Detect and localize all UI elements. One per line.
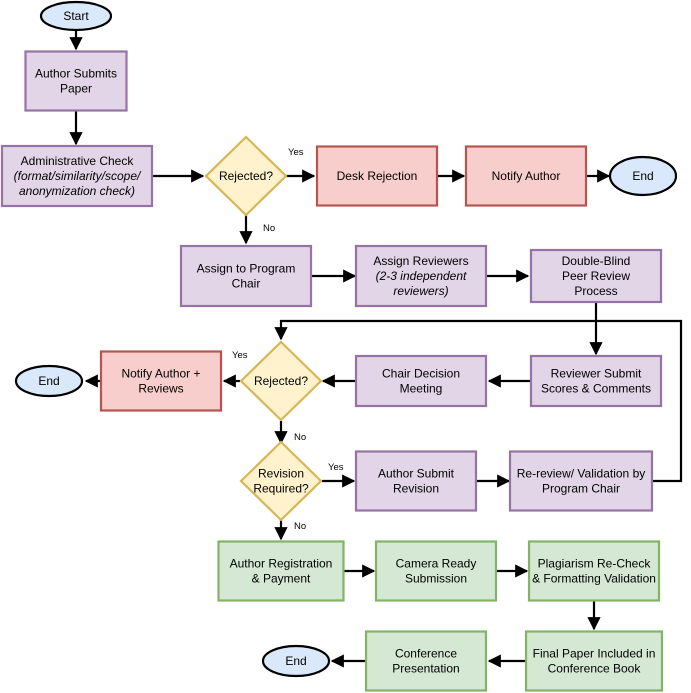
- node-label: Program Chair: [542, 482, 620, 496]
- node-label: Meeting: [400, 382, 443, 396]
- node-label: Revision: [258, 467, 304, 481]
- node-label: (format/similarity/scope/: [14, 169, 142, 183]
- node-label: (2-3 independent: [376, 269, 467, 283]
- terminal-ellipse: [39, 0, 113, 32]
- node-registration: Author Registration& Payment: [217, 540, 345, 602]
- process-box: [354, 450, 478, 512]
- node-rejected2: Rejected?: [239, 340, 323, 422]
- decision-diamond: [239, 340, 323, 422]
- node-label: Re-review/ Validation by: [517, 467, 646, 481]
- process-box: [529, 248, 663, 304]
- process-box: [464, 145, 588, 207]
- node-label: Rejected?: [219, 169, 273, 183]
- node-plagiarism: Plagiarism Re-Check& Formatting Validati…: [527, 540, 661, 602]
- node-label: Assign to Program: [197, 262, 296, 276]
- edge-rereview-loop: [274, 319, 683, 483]
- node-end2: End: [14, 364, 84, 398]
- node-label: Required?: [253, 482, 309, 496]
- node-label: Author Submits: [35, 67, 117, 81]
- process-box: [354, 244, 488, 308]
- node-label: Double-Blind: [562, 254, 631, 268]
- node-label: Peer Review: [562, 269, 630, 283]
- process-box: [524, 630, 664, 692]
- node-label: & Formatting Validation: [532, 572, 656, 586]
- node-label: Conference Book: [548, 662, 642, 676]
- node-notify-author: Notify Author: [464, 145, 588, 207]
- process-box: [527, 540, 661, 602]
- process-box: [508, 450, 654, 512]
- node-label: Chair: [232, 277, 261, 291]
- node-label: Conference: [395, 647, 457, 661]
- node-label: End: [285, 654, 306, 668]
- node-label: End: [38, 374, 59, 388]
- node-label: Author Registration: [230, 557, 333, 571]
- edge-label-no: No: [263, 223, 275, 234]
- node-label: Rejected?: [254, 374, 308, 388]
- node-end1: End: [608, 155, 678, 197]
- node-label: Revision: [393, 482, 439, 496]
- node-label: anonymization check): [19, 184, 135, 198]
- node-label: Plagiarism Re-Check: [538, 557, 652, 571]
- node-label: Reviews: [138, 382, 183, 396]
- node-label: Process: [574, 284, 617, 298]
- process-box: [529, 354, 663, 408]
- node-label: Author Submit: [378, 467, 455, 481]
- node-rejected1: Rejected?: [204, 135, 288, 217]
- node-label: Assign Reviewers: [373, 254, 468, 268]
- decision-diamond: [204, 135, 288, 217]
- edge-label-yes: Yes: [288, 147, 304, 158]
- node-label: Notify Author: [492, 169, 561, 183]
- process-box: [0, 144, 154, 208]
- node-label: Chair Decision: [382, 367, 460, 381]
- terminal-ellipse: [608, 155, 678, 197]
- edge-label-yes: Yes: [232, 350, 248, 361]
- node-label: Camera Ready: [396, 557, 477, 571]
- node-admin-check: Administrative Check(format/similarity/s…: [0, 144, 154, 208]
- node-label: Presentation: [392, 662, 459, 676]
- process-box: [374, 540, 498, 602]
- process-box: [315, 145, 439, 207]
- node-label: Notify Author +: [121, 367, 200, 381]
- node-label: Scores & Comments: [541, 382, 651, 396]
- process-box: [179, 244, 313, 308]
- node-desk-rejection: Desk Rejection: [315, 145, 439, 207]
- process-box: [364, 630, 488, 692]
- node-label: Administrative Check: [21, 154, 135, 168]
- node-notify-reviews: Notify Author +Reviews: [99, 350, 223, 412]
- process-box: [354, 354, 488, 408]
- node-label: End: [632, 169, 653, 183]
- edge-label-yes: Yes: [328, 462, 344, 473]
- process-box: [99, 350, 223, 412]
- node-label: Reviewer Submit: [551, 367, 642, 381]
- edge-label-no: No: [294, 521, 306, 532]
- terminal-ellipse: [261, 644, 331, 678]
- terminal-ellipse: [14, 364, 84, 398]
- node-label: Desk Rejection: [337, 169, 418, 183]
- node-assign-reviewers: Assign Reviewers(2-3 independentreviewer…: [354, 244, 488, 308]
- decision-diamond: [239, 440, 323, 522]
- node-label: Submission: [405, 572, 467, 586]
- node-start: Start: [39, 0, 113, 32]
- process-box: [24, 50, 128, 112]
- process-box: [217, 540, 345, 602]
- node-label: Start: [63, 9, 89, 23]
- node-label: & Payment: [252, 572, 311, 586]
- node-label: reviewers): [393, 284, 448, 298]
- node-end3: End: [261, 644, 331, 678]
- node-label: Final Paper Included in: [533, 647, 656, 661]
- node-label: Paper: [60, 82, 92, 96]
- edge-label-no: No: [294, 432, 306, 443]
